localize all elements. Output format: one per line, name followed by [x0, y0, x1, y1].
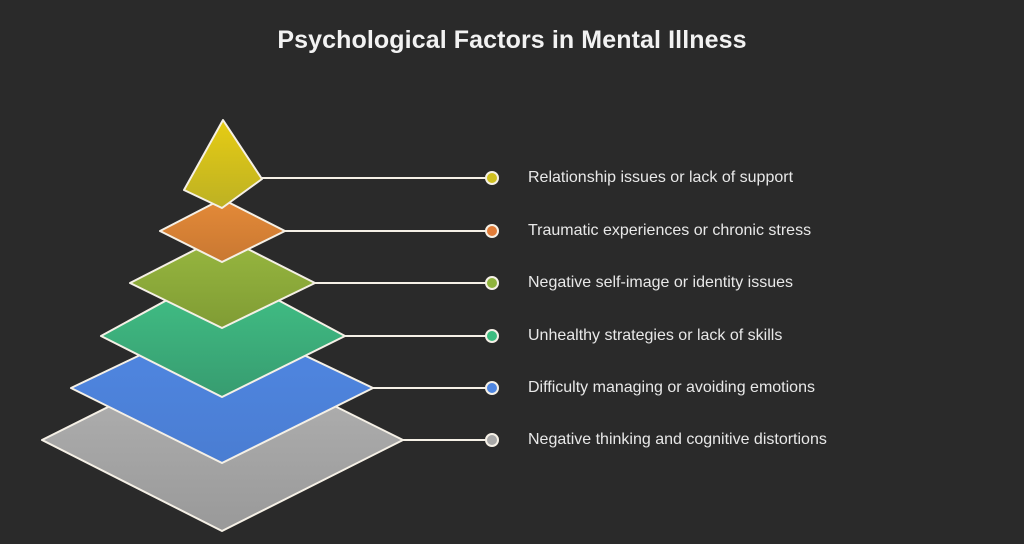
layer-label-3: Negative self-image or identity issues: [528, 274, 794, 291]
layer-green-strategies: [100, 269, 346, 398]
layer-label-1: Relationship issues or lack of support: [528, 169, 794, 186]
dot-blue-icon: [485, 381, 499, 395]
layer-yellow-relationships: [183, 119, 263, 209]
layer-label-5: Difficulty managing or avoiding emotions: [528, 379, 815, 396]
dot-yellow-icon: [485, 171, 499, 185]
layer-olive-self-image: [129, 235, 316, 329]
layer-label-4: Unhealthy strategies or lack of skills: [528, 327, 783, 344]
dot-orange-icon: [485, 224, 499, 238]
layer-label-2: Traumatic experiences or chronic stress: [528, 222, 812, 239]
dot-olive-icon: [485, 276, 499, 290]
dot-green-icon: [485, 329, 499, 343]
diagram-title: Psychological Factors in Mental Illness: [277, 26, 747, 54]
layer-orange-trauma: [159, 198, 286, 263]
dot-gray-icon: [485, 433, 499, 447]
layer-label-6: Negative thinking and cognitive distorti…: [528, 431, 827, 448]
